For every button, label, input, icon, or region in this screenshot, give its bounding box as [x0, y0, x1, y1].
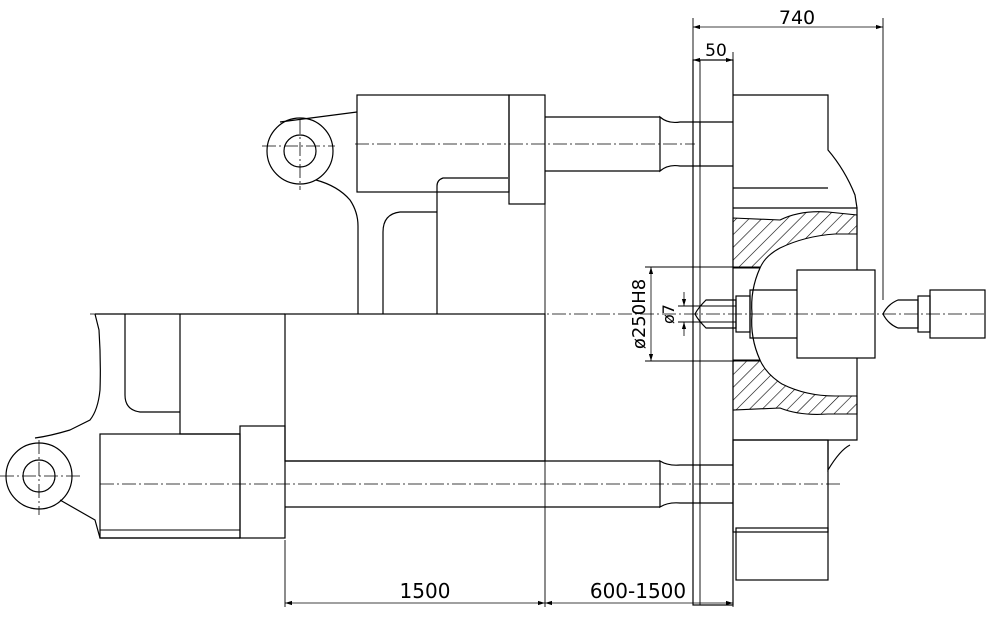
- dimension-50: 50: [693, 41, 734, 95]
- stationary-platen-body: [732, 94, 858, 581]
- lower-moving-plate-edge: [239, 425, 286, 539]
- bore-diameter-label: ø250H8: [629, 279, 650, 349]
- dimension-50-label: 50: [705, 41, 727, 61]
- stroke-range-label: 600-1500: [590, 579, 686, 603]
- fixed-platen-plate: [692, 59, 734, 606]
- lower-link-step: [179, 314, 240, 435]
- dimension-600-1500: 600-1500: [545, 579, 733, 606]
- platen-foot: [735, 527, 829, 581]
- injection-nozzle-assembly: [694, 269, 876, 359]
- upper-tie-bar: [545, 115, 733, 173]
- platen-plate: [692, 59, 734, 606]
- dimension-740-label: 740: [779, 7, 815, 29]
- upper-toggle-link: [266, 94, 546, 314]
- upper-link-arm-inner: [382, 211, 437, 314]
- lower-hatched-section: [732, 359, 858, 415]
- upper-link-top-edge: [279, 111, 358, 123]
- dimension-bore: ø250H8: [629, 266, 760, 362]
- lower-crosshead-block: [99, 433, 241, 539]
- nozzle-mount-block: [796, 269, 876, 359]
- dimension-740: 740: [692, 7, 884, 300]
- lower-pivot-hole: [22, 459, 56, 493]
- upper-pivot-hole: [283, 134, 317, 168]
- upper-link-arm-step: [436, 177, 508, 314]
- lower-link-bottom-edge: [59, 499, 240, 539]
- lower-tie-bar: [285, 459, 733, 509]
- nozzle-tip: [694, 299, 737, 329]
- upper-link-arm-outer: [315, 179, 359, 314]
- right-nozzle-body: [929, 289, 986, 339]
- platen-lower-rib: [827, 440, 851, 473]
- lower-link-outer-top: [34, 313, 101, 439]
- upper-hatched-section: [732, 211, 858, 269]
- moving-platen-block: [284, 313, 546, 462]
- platen-top-contour: [733, 94, 858, 209]
- platen-bore-curve: [751, 267, 761, 361]
- lower-link-inner: [124, 314, 180, 413]
- stroke-fixed-label: 1500: [400, 579, 451, 603]
- dimension-1500: 1500: [285, 579, 545, 606]
- upper-moving-plate-edge: [508, 94, 546, 205]
- nozzle-diameter-label: ø7: [659, 304, 678, 324]
- platen-lower-block: [732, 439, 829, 533]
- lower-pivot-boss: [5, 442, 73, 510]
- upper-pivot-boss: [266, 117, 334, 185]
- dimension-nozzle: ø7: [659, 292, 700, 336]
- lower-clamp-body: [5, 313, 546, 539]
- injection-unit-nozzle: [882, 289, 986, 339]
